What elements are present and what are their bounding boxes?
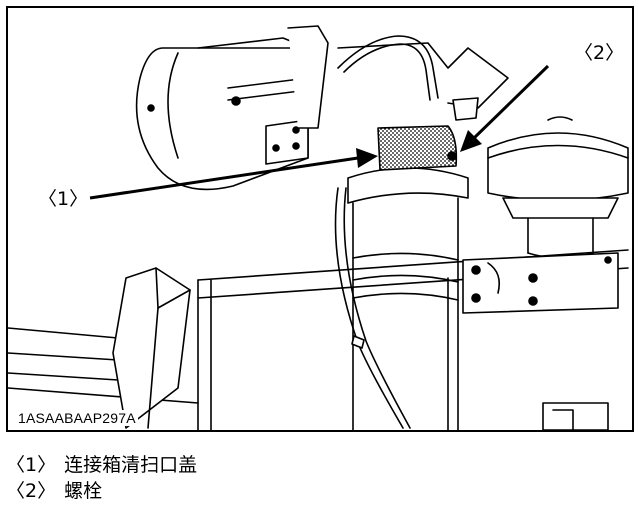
technical-illustration: 〈1〉 〈2〉 1ASAABAAP297A	[6, 6, 634, 432]
legend-item-1: 〈1〉连接箱清扫口盖	[6, 452, 197, 478]
figure-code: 1ASAABAAP297A	[16, 410, 138, 426]
callout-1-label: 〈1〉	[38, 188, 89, 210]
legend-item-2: 〈2〉螺栓	[6, 478, 102, 504]
legend-item-1-text: 连接箱清扫口盖	[64, 454, 198, 476]
callout-2-label: 〈2〉	[574, 42, 625, 64]
legend-item-2-number: 〈2〉	[6, 480, 57, 502]
machine-line-drawing	[8, 25, 629, 430]
legend-item-1-number: 〈1〉	[6, 454, 57, 476]
legend-item-2-text: 螺栓	[64, 480, 103, 502]
